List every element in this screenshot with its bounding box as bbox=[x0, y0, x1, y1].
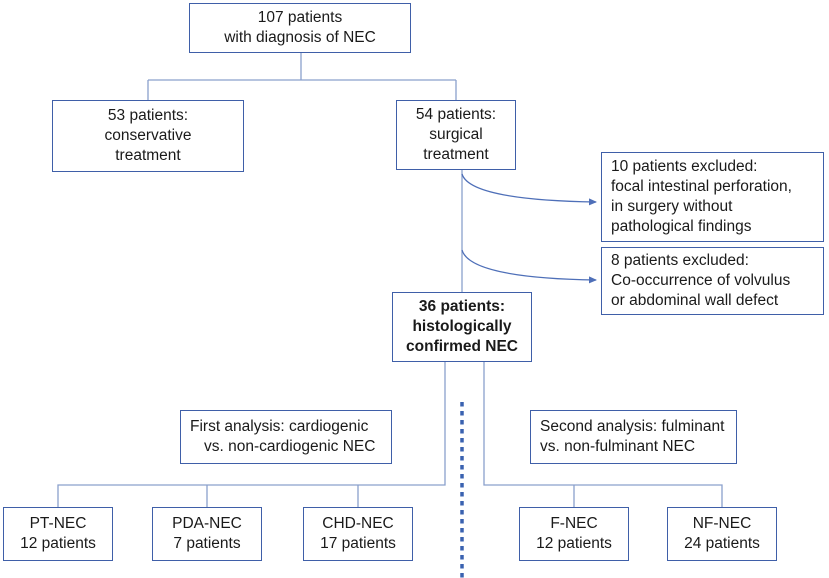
excluded-1-line-2: focal intestinal perforation, bbox=[611, 178, 792, 195]
second-analysis-line-2: vs. non-fulminant NEC bbox=[540, 438, 696, 455]
conservative-node: 53 patients: conservative treatment bbox=[52, 100, 244, 172]
pda-nec-line-1: PDA-NEC bbox=[172, 515, 242, 532]
pda-nec-line-2: 7 patients bbox=[173, 535, 241, 552]
conservative-line-3: treatment bbox=[115, 147, 181, 164]
arrow-excluded-1 bbox=[461, 173, 597, 206]
f-nec-line-1: F-NEC bbox=[550, 515, 598, 532]
root-line-1: 107 patients bbox=[257, 9, 343, 26]
second-analysis-node: Second analysis: fulminant vs. non-fulmi… bbox=[530, 410, 737, 464]
root-line-2: with diagnosis of NEC bbox=[224, 29, 376, 46]
excluded-1-node: 10 patients excluded: focal intestinal p… bbox=[601, 152, 824, 242]
nf-nec-line-2: 24 patients bbox=[684, 535, 760, 552]
confirmed-node: 36 patients: histologically confirmed NE… bbox=[392, 292, 532, 362]
pt-nec-line-1: PT-NEC bbox=[29, 515, 87, 532]
surgical-node: 54 patients: surgical treatment bbox=[396, 100, 516, 170]
chd-nec-node: CHD-NEC 17 patients bbox=[303, 507, 413, 561]
conservative-line-1: 53 patients: bbox=[107, 107, 189, 124]
confirmed-line-2: histologically bbox=[412, 318, 512, 335]
second-analysis-line-1: Second analysis: fulminant bbox=[540, 418, 725, 435]
excluded-1-line-1: 10 patients excluded: bbox=[611, 158, 758, 175]
first-analysis-line-2: vs. non-cardiogenic NEC bbox=[204, 438, 376, 455]
connector-left-analysis bbox=[57, 362, 446, 507]
chd-nec-line-1: CHD-NEC bbox=[322, 515, 394, 532]
pda-nec-node: PDA-NEC 7 patients bbox=[152, 507, 262, 561]
excluded-2-line-2: Co-occurrence of volvulus bbox=[611, 272, 791, 289]
pt-nec-node: PT-NEC 12 patients bbox=[3, 507, 113, 561]
f-nec-node: F-NEC 12 patients bbox=[519, 507, 629, 561]
excluded-2-line-1: 8 patients excluded: bbox=[611, 252, 749, 269]
first-analysis-line-1: First analysis: cardiogenic bbox=[190, 418, 369, 435]
nf-nec-line-1: NF-NEC bbox=[692, 515, 752, 532]
surgical-line-2: surgical bbox=[429, 126, 483, 143]
excluded-1-line-3: in surgery without bbox=[611, 198, 733, 215]
root-node: 107 patients with diagnosis of NEC bbox=[189, 3, 411, 53]
excluded-2-line-3: or abdominal wall defect bbox=[611, 292, 779, 309]
excluded-1-line-4: pathological findings bbox=[611, 218, 752, 235]
surgical-line-3: treatment bbox=[423, 146, 489, 163]
connector-root-to-split bbox=[147, 52, 457, 100]
nf-nec-node: NF-NEC 24 patients bbox=[667, 507, 777, 561]
arrow-excluded-2 bbox=[461, 249, 597, 284]
connector-right-analysis bbox=[483, 362, 723, 507]
surgical-line-1: 54 patients: bbox=[415, 106, 497, 123]
first-analysis-node: First analysis: cardiogenic vs. non-card… bbox=[180, 410, 392, 464]
f-nec-line-2: 12 patients bbox=[536, 535, 612, 552]
chd-nec-line-2: 17 patients bbox=[320, 535, 396, 552]
excluded-2-node: 8 patients excluded: Co-occurrence of vo… bbox=[601, 247, 824, 315]
confirmed-line-1: 36 patients: bbox=[418, 298, 506, 315]
confirmed-line-3: confirmed NEC bbox=[406, 338, 518, 355]
conservative-line-2: conservative bbox=[104, 127, 192, 144]
pt-nec-line-2: 12 patients bbox=[20, 535, 96, 552]
